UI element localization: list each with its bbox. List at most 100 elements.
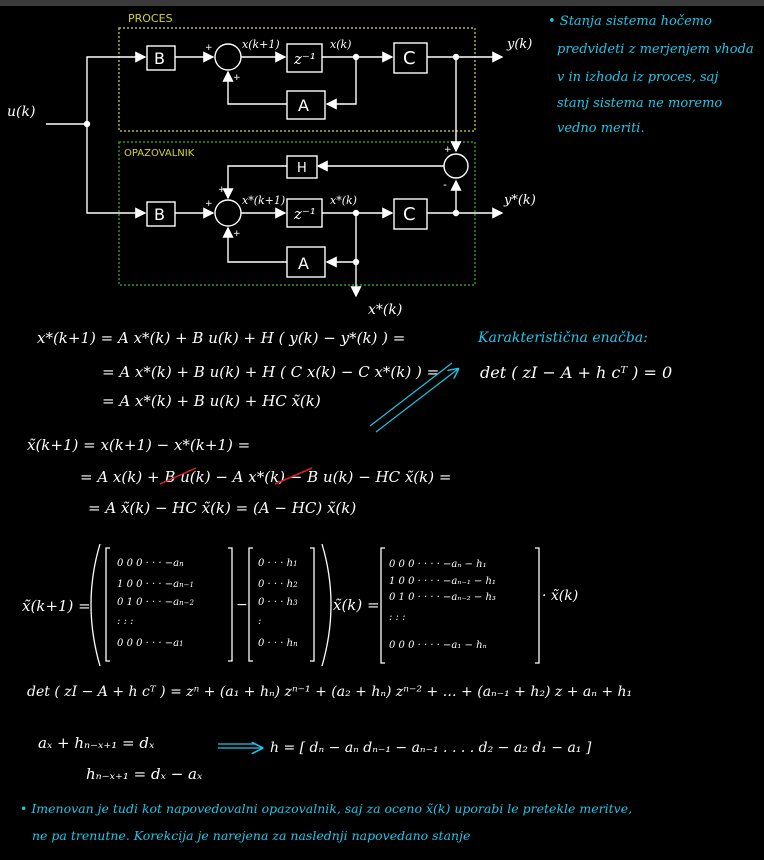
cell: 0 · · · h [258, 558, 293, 569]
proces-block-z [286, 43, 323, 73]
error-sum-minus: - [443, 178, 447, 191]
error-sum-plus: + [444, 145, 452, 155]
observer-sum-plus-top: + [218, 185, 226, 195]
cell: n [179, 560, 184, 568]
h-vector: h = [ dₙ − aₙ dₙ₋₁ − aₙ₋₁ . . . . d₂ − a… [270, 740, 592, 756]
cell: 1 [127, 597, 133, 608]
eq-err-2b: B u(k) [163, 468, 210, 486]
coef-1: aₓ + hₙ₋ₓ₊₁ = dₓ [38, 734, 155, 752]
matrix-result: 0 0 0 · · · · −aₙ − h₁ 1 0 0 · · · · −aₙ… [389, 559, 496, 651]
observer-z-label: z⁻¹ [293, 205, 316, 223]
matR-row: 1 0 0 · · · · −aₙ₋₁ − h₁ [389, 576, 496, 587]
minus-sign: − [236, 597, 248, 613]
proces-sum-plus-bottom: + [233, 73, 241, 83]
note-top-line: stanj sistema ne moremo [557, 96, 722, 111]
char-equation: det ( zI − A + h cᵀ ) = 0 [480, 363, 672, 382]
proces-block-a [286, 90, 326, 120]
eq-err-3: = A x̃(k) − HC x̃(k) = (A − HC) x̃(k) [88, 499, 356, 517]
input-label: u(k) [7, 104, 35, 120]
cell: 0 · · · h [258, 638, 293, 649]
block-diagram [46, 27, 504, 298]
note-top-line: vedno meriti. [557, 121, 645, 136]
error-equations: x̃(k+1) = x(k+1) − x*(k+1) = = A x(k) + … [27, 436, 451, 517]
proces-block-b [146, 45, 176, 71]
mat-lhs: x̃(k+1) = [22, 597, 91, 615]
proces-z-label: z⁻¹ [293, 50, 316, 68]
observer-c-label: C [403, 204, 416, 225]
eq-err-2e: − HC x̃(k) = [358, 468, 451, 486]
proces-b-label: B [154, 49, 165, 68]
cell: 0 [117, 638, 124, 649]
det-expansion: det ( zI − A + h cᵀ ) = zⁿ + (a₁ + hₙ) z… [27, 684, 632, 700]
observer-h-label: H [297, 161, 307, 176]
matH-row: : [258, 616, 261, 627]
cell: : [258, 616, 261, 627]
cell: 3 [293, 599, 298, 607]
mat-tail: · x̃(k) [542, 588, 578, 604]
cell: 1 [293, 560, 297, 568]
eq-obs-1: x*(k+1) = A x*(k) + B u(k) + H ( y(k) − … [37, 329, 405, 347]
cell: : [117, 616, 120, 627]
note-top-line: • Stanja sistema hočemo [548, 14, 712, 29]
eq-obs-2: = A x*(k) + B u(k) + H ( C x(k) − C x*(k… [102, 363, 439, 381]
matH-row: 0 · · · h3 [258, 597, 298, 608]
coefficients: aₓ + hₙ₋ₓ₊₁ = dₓ hₙ₋ₓ₊₁ = dₓ − aₓ h = [ … [38, 734, 592, 783]
char-title: Karakteristična enačba: [477, 330, 648, 346]
matrix-a: 0 0 0 · · · −an 1 0 0 · · · −an−1 0 1 0 … [117, 558, 194, 649]
whiteboard-canvas: PROCES OPAZOVALNIK u(k) B z⁻¹ C A x(k+1)… [7, 12, 754, 843]
proces-xk1-label: x(k+1) [242, 38, 280, 51]
cell: 1 [179, 640, 183, 648]
matA-row: 0 0 0 · · · −a1 [117, 638, 184, 649]
cell: n−2 [179, 599, 194, 607]
matR-row: 0 0 0 · · · · −aₙ − h₁ [389, 559, 487, 570]
note-bottom-line: • Imenovan je tudi kot napovedovalni opa… [20, 801, 632, 816]
cell: 1 [117, 579, 123, 590]
observer-equations: x*(k+1) = A x*(k) + B u(k) + H ( y(k) − … [37, 329, 439, 410]
observer-b-label: B [154, 205, 165, 224]
note-bottom-line: ne pa trenutne. Korekcija je narejena za… [32, 828, 470, 843]
char-equation-group: Karakteristična enačba: det ( zI − A + h… [369, 330, 672, 433]
proces-sum [214, 43, 242, 71]
matrix-h: 0 · · · h1 0 · · · h2 0 · · · h3 : 0 · ·… [258, 558, 298, 649]
matH-row: 0 · · · h1 [258, 558, 298, 569]
note-top-line: v in izhoda iz proces, saj [557, 70, 718, 85]
cell: 0 [127, 638, 134, 649]
cell: 0 [117, 558, 124, 569]
cell: 0 · · · −a [136, 638, 179, 649]
eq-err-2a: = A x(k) + [80, 468, 160, 486]
observer-block-h [286, 155, 318, 179]
cell: : [130, 616, 133, 627]
strike-2 [274, 467, 313, 485]
cell: 0 [127, 579, 134, 590]
matA-row: 0 0 0 · · · −an [117, 558, 184, 569]
opazovalnik-box [118, 141, 476, 286]
opazovalnik-title: OPAZOVALNIK [124, 148, 195, 159]
observer-yk-label: y*(k) [503, 193, 536, 208]
proces-yk-label: y(k) [506, 37, 532, 52]
cell: 0 · · · h [258, 579, 293, 590]
matR-row: 0 1 0 · · · · −aₙ₋₂ − h₃ [389, 592, 496, 603]
error-sum [443, 153, 469, 179]
observer-a-label: A [298, 254, 309, 273]
cell: 0 · · · h [258, 597, 293, 608]
strike-1 [159, 467, 197, 485]
observer-sum [214, 199, 242, 227]
note-top: • Stanja sistema hočemo predvideti z mer… [548, 14, 754, 136]
matrix-equation: x̃(k+1) = 0 0 0 · · · −an 1 0 0 · · · −a… [22, 543, 578, 667]
cell: 0 [127, 558, 134, 569]
cell: 0 · · · −a [136, 597, 179, 608]
double-arrow [375, 369, 458, 433]
proces-box [118, 27, 476, 132]
observer-sum-plus-bottom: + [233, 229, 241, 239]
eq-err-1: x̃(k+1) = x(k+1) − x*(k+1) = [27, 436, 250, 454]
note-top-line: predvideti z merjenjem vhoda [557, 42, 754, 57]
matH-row: 0 · · · h2 [258, 579, 298, 590]
eq-err-2: = A x(k) + B u(k) − A x*(k) − B u(k) − H… [80, 468, 451, 486]
eq-err-2d: B u(k) [306, 468, 353, 486]
mat-mid: x̃(k) = [333, 596, 380, 614]
proces-a-label: A [298, 96, 309, 115]
observer-sum-plus-left: + [205, 199, 213, 209]
matH-row: 0 · · · hn [258, 638, 298, 649]
cell: 2 [292, 581, 298, 589]
note-bottom: • Imenovan je tudi kot napovedovalni opa… [20, 801, 632, 843]
